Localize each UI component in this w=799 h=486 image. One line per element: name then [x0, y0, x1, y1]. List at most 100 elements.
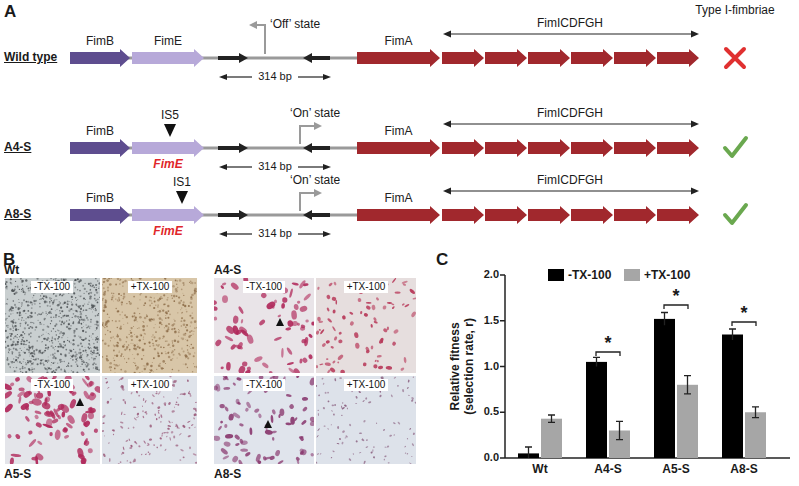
- cell-speck: [180, 320, 182, 322]
- cell-speck: [153, 345, 155, 347]
- cell-speck: [181, 348, 182, 349]
- cell-clump: [300, 324, 305, 328]
- cell-clump: [340, 369, 345, 373]
- cell-speck: [58, 346, 60, 348]
- cell-speck: [149, 372, 151, 373]
- cell-clump: [391, 303, 395, 306]
- cell-speck: [139, 316, 142, 319]
- cell-speck: [30, 364, 32, 366]
- cell-clump: [386, 366, 393, 370]
- cell-clump: [407, 387, 409, 389]
- cell-speck: [90, 289, 91, 290]
- cell-speck: [8, 352, 9, 353]
- cell-speck: [67, 303, 69, 305]
- cell-speck: [159, 337, 161, 339]
- cell-speck: [95, 356, 97, 358]
- micrograph-ground: [5, 376, 100, 464]
- cell-speck: [103, 310, 105, 312]
- cell-speck: [124, 358, 125, 359]
- cell-speck: [10, 313, 11, 314]
- cell-speck: [35, 349, 37, 351]
- cell-clump: [138, 395, 140, 397]
- cell-clump: [383, 429, 385, 432]
- cell-speck: [149, 320, 151, 322]
- cell-clump: [326, 340, 330, 344]
- cell-clump: [64, 434, 70, 439]
- cell-speck: [188, 346, 190, 348]
- cell-clump: [136, 416, 139, 418]
- cell-speck: [28, 333, 30, 335]
- cell-speck: [114, 368, 116, 370]
- cell-speck: [23, 310, 25, 312]
- cell-speck: [86, 362, 87, 363]
- cell-speck: [88, 368, 90, 370]
- cell-speck: [103, 326, 104, 327]
- cell-clump: [375, 297, 379, 301]
- cell-speck: [12, 321, 14, 323]
- cell-speck: [161, 319, 162, 320]
- cell-speck: [178, 331, 180, 333]
- cell-speck: [19, 323, 21, 325]
- cell-clump: [402, 303, 405, 306]
- cell-speck: [178, 296, 180, 298]
- cell-speck: [36, 358, 37, 359]
- cell-speck: [135, 365, 137, 367]
- cell-speck: [81, 358, 83, 360]
- cell-speck: [165, 353, 167, 355]
- cell-clump: [214, 338, 222, 347]
- cell-clump: [164, 448, 166, 451]
- cell-clump: [214, 300, 218, 306]
- cell-clump: [331, 410, 333, 412]
- cell-speck: [149, 305, 151, 307]
- cell-speck: [119, 338, 121, 340]
- cell-clump: [20, 402, 31, 411]
- cell-speck: [90, 321, 92, 323]
- micrograph: [4, 277, 100, 374]
- cell-speck: [116, 345, 118, 347]
- cell-speck: [79, 336, 81, 338]
- cell-speck: [43, 318, 45, 320]
- cell-speck: [20, 371, 22, 373]
- cell-speck: [96, 337, 98, 339]
- cell-speck: [181, 337, 184, 340]
- cell-speck: [10, 349, 11, 350]
- cell-speck: [47, 326, 49, 328]
- cell-speck: [150, 297, 151, 298]
- cell-speck: [115, 298, 116, 299]
- cell-speck: [68, 352, 70, 354]
- cell-speck: [51, 308, 53, 310]
- cell-speck: [23, 320, 24, 321]
- cell-speck: [67, 336, 69, 338]
- cell-speck: [58, 338, 59, 339]
- cell-clump: [357, 298, 361, 303]
- cell-speck: [173, 318, 175, 320]
- cell-clump: [410, 289, 414, 293]
- cell-speck: [59, 359, 61, 361]
- cell-clump: [119, 461, 121, 463]
- cell-speck: [46, 315, 48, 317]
- cell-clump: [377, 355, 382, 358]
- cell-speck: [30, 301, 32, 303]
- cell-speck: [117, 345, 119, 347]
- cell-speck: [15, 359, 17, 361]
- cell-clump: [87, 448, 93, 454]
- cell-speck: [54, 357, 56, 359]
- cell-speck: [173, 354, 175, 356]
- cell-speck: [10, 278, 12, 280]
- cell-speck: [94, 358, 96, 360]
- cell-speck: [172, 340, 173, 341]
- cell-speck: [40, 360, 42, 362]
- cell-speck: [73, 310, 75, 312]
- cell-speck: [28, 334, 30, 336]
- cell-speck: [11, 361, 13, 363]
- cell-clump: [168, 420, 171, 423]
- cell-speck: [194, 366, 195, 367]
- cell-speck: [136, 321, 138, 323]
- cell-speck: [146, 364, 149, 367]
- cell-speck: [17, 341, 19, 343]
- cell-speck: [26, 348, 28, 350]
- cell-clump: [302, 397, 308, 401]
- cell-speck: [5, 303, 6, 304]
- cell-speck: [41, 335, 43, 337]
- cell-speck: [62, 346, 64, 348]
